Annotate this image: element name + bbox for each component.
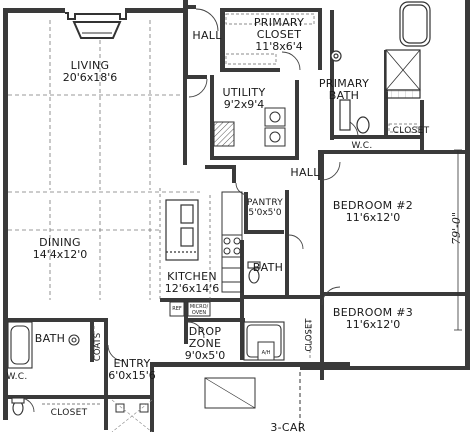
room-primary-bath-name: PRIMARY BATH — [318, 77, 370, 102]
room-closet-right: CLOSET — [393, 126, 430, 136]
closet-shelves — [225, 13, 418, 133]
garage — [204, 341, 301, 432]
room-dining: DINING 14'4x12'0 — [33, 237, 88, 261]
closet-rods — [42, 320, 311, 405]
room-utility-name: UTILITY — [222, 86, 266, 99]
room-drop-zone-dims: 9'0x5'0 — [184, 349, 226, 362]
appliance-micro-oven-label: MICRO/ OVEN — [189, 304, 209, 316]
room-drop-zone: DROP ZONE 9'0x5'0 — [185, 326, 226, 362]
room-bedroom2-dims: 11'6x12'0 — [345, 211, 401, 224]
room-bedroom2: BEDROOM #2 11'6x12'0 — [333, 200, 413, 224]
appliance-ref-label: REF — [172, 306, 182, 312]
interior-walls — [8, 0, 470, 432]
room-dining-dims: 14'4x12'0 — [32, 248, 88, 261]
ceiling-beams — [8, 20, 200, 300]
appliance-micro-oven: MICRO/ OVEN — [190, 304, 208, 316]
room-closet-bottom: CLOSET — [51, 408, 88, 418]
appliance-ref: REF — [172, 306, 182, 312]
room-garage-name: 3-CAR — [270, 421, 306, 434]
room-primary-closet: PRIMARY CLOSET 11'8x6'4 — [254, 17, 304, 53]
room-bath-center: BATH — [253, 262, 283, 274]
room-garage: 3-CAR — [270, 422, 305, 434]
room-kitchen-dims: 12'6x14'6 — [164, 282, 220, 295]
room-entry-name: ENTRY — [113, 357, 151, 370]
room-pantry-dims: 5'0x5'0 — [248, 208, 282, 218]
room-wc-left: W.C. — [6, 372, 27, 382]
room-bath-center-name: BATH — [252, 261, 284, 274]
room-primary-closet-dims: 11'8x6'4 — [255, 40, 303, 53]
room-dining-name: DINING — [39, 236, 81, 249]
room-entry-dims: 6'0x15'6 — [108, 369, 156, 382]
fireplace — [65, 12, 127, 39]
room-bedroom3-name: BEDROOM #3 — [332, 306, 414, 319]
room-pantry: PANTRY 5'0x5'0 — [247, 198, 283, 218]
room-coats-name: COATS — [93, 332, 104, 362]
room-closet-bottom-name: CLOSET — [50, 408, 88, 418]
room-utility-dims: 9'2x9'4 — [223, 98, 265, 111]
room-entry: ENTRY 6'0x15'6 — [108, 358, 156, 382]
room-closet-right-name: CLOSET — [392, 126, 430, 136]
room-living-dims: 20'6x18'6 — [62, 71, 118, 84]
room-wc-primary: W.C. — [351, 141, 372, 151]
entry-porch — [111, 399, 153, 432]
room-hall-middle: HALL — [290, 167, 319, 179]
room-hall-upper-name: HALL — [192, 29, 222, 42]
room-hall-upper: HALL — [192, 30, 221, 42]
appliance-ah: A/H — [262, 350, 271, 356]
room-drop-zone-name: DROP ZONE — [188, 325, 222, 350]
exterior-walls — [3, 0, 470, 420]
overall-dimension: 79'-0" — [450, 212, 463, 245]
room-closet-center: CLOSET — [305, 318, 315, 351]
room-bedroom3-dims: 11'6x12'0 — [345, 318, 401, 331]
room-bath-left-name: BATH — [34, 332, 66, 345]
room-kitchen: KITCHEN 12'6x14'6 — [165, 271, 220, 295]
overall-dimension-text: 79'-0" — [449, 212, 463, 245]
dimension-line — [454, 149, 462, 331]
kitchen-island — [165, 199, 199, 261]
room-wc-primary-name: W.C. — [351, 141, 373, 151]
bath-fixtures — [330, 1, 431, 134]
room-pantry-name: PANTRY — [246, 198, 284, 208]
left-bath-fixtures — [7, 321, 80, 416]
room-kitchen-name: KITCHEN — [167, 270, 217, 283]
room-living-name: LIVING — [70, 59, 110, 72]
room-hall-middle-name: HALL — [290, 166, 320, 179]
room-bedroom2-name: BEDROOM #2 — [332, 199, 414, 212]
room-coats: COATS — [93, 333, 103, 361]
room-living: LIVING 20'6x18'6 — [63, 60, 118, 84]
room-utility: UTILITY 9'2x9'4 — [223, 87, 266, 111]
kitchen-hidden-lines — [159, 188, 211, 300]
room-bedroom3: BEDROOM #3 11'6x12'0 — [333, 307, 413, 331]
room-bath-left: BATH — [35, 333, 65, 345]
room-primary-bath: PRIMARY BATH — [319, 78, 369, 102]
kitchen-counter — [169, 191, 243, 317]
appliance-ah-label: A/H — [261, 350, 271, 356]
room-closet-center-name: CLOSET — [304, 318, 315, 352]
room-wc-left-name: W.C. — [6, 372, 28, 382]
room-primary-closet-name: PRIMARY CLOSET — [253, 16, 305, 41]
washer-dryer — [213, 107, 286, 147]
